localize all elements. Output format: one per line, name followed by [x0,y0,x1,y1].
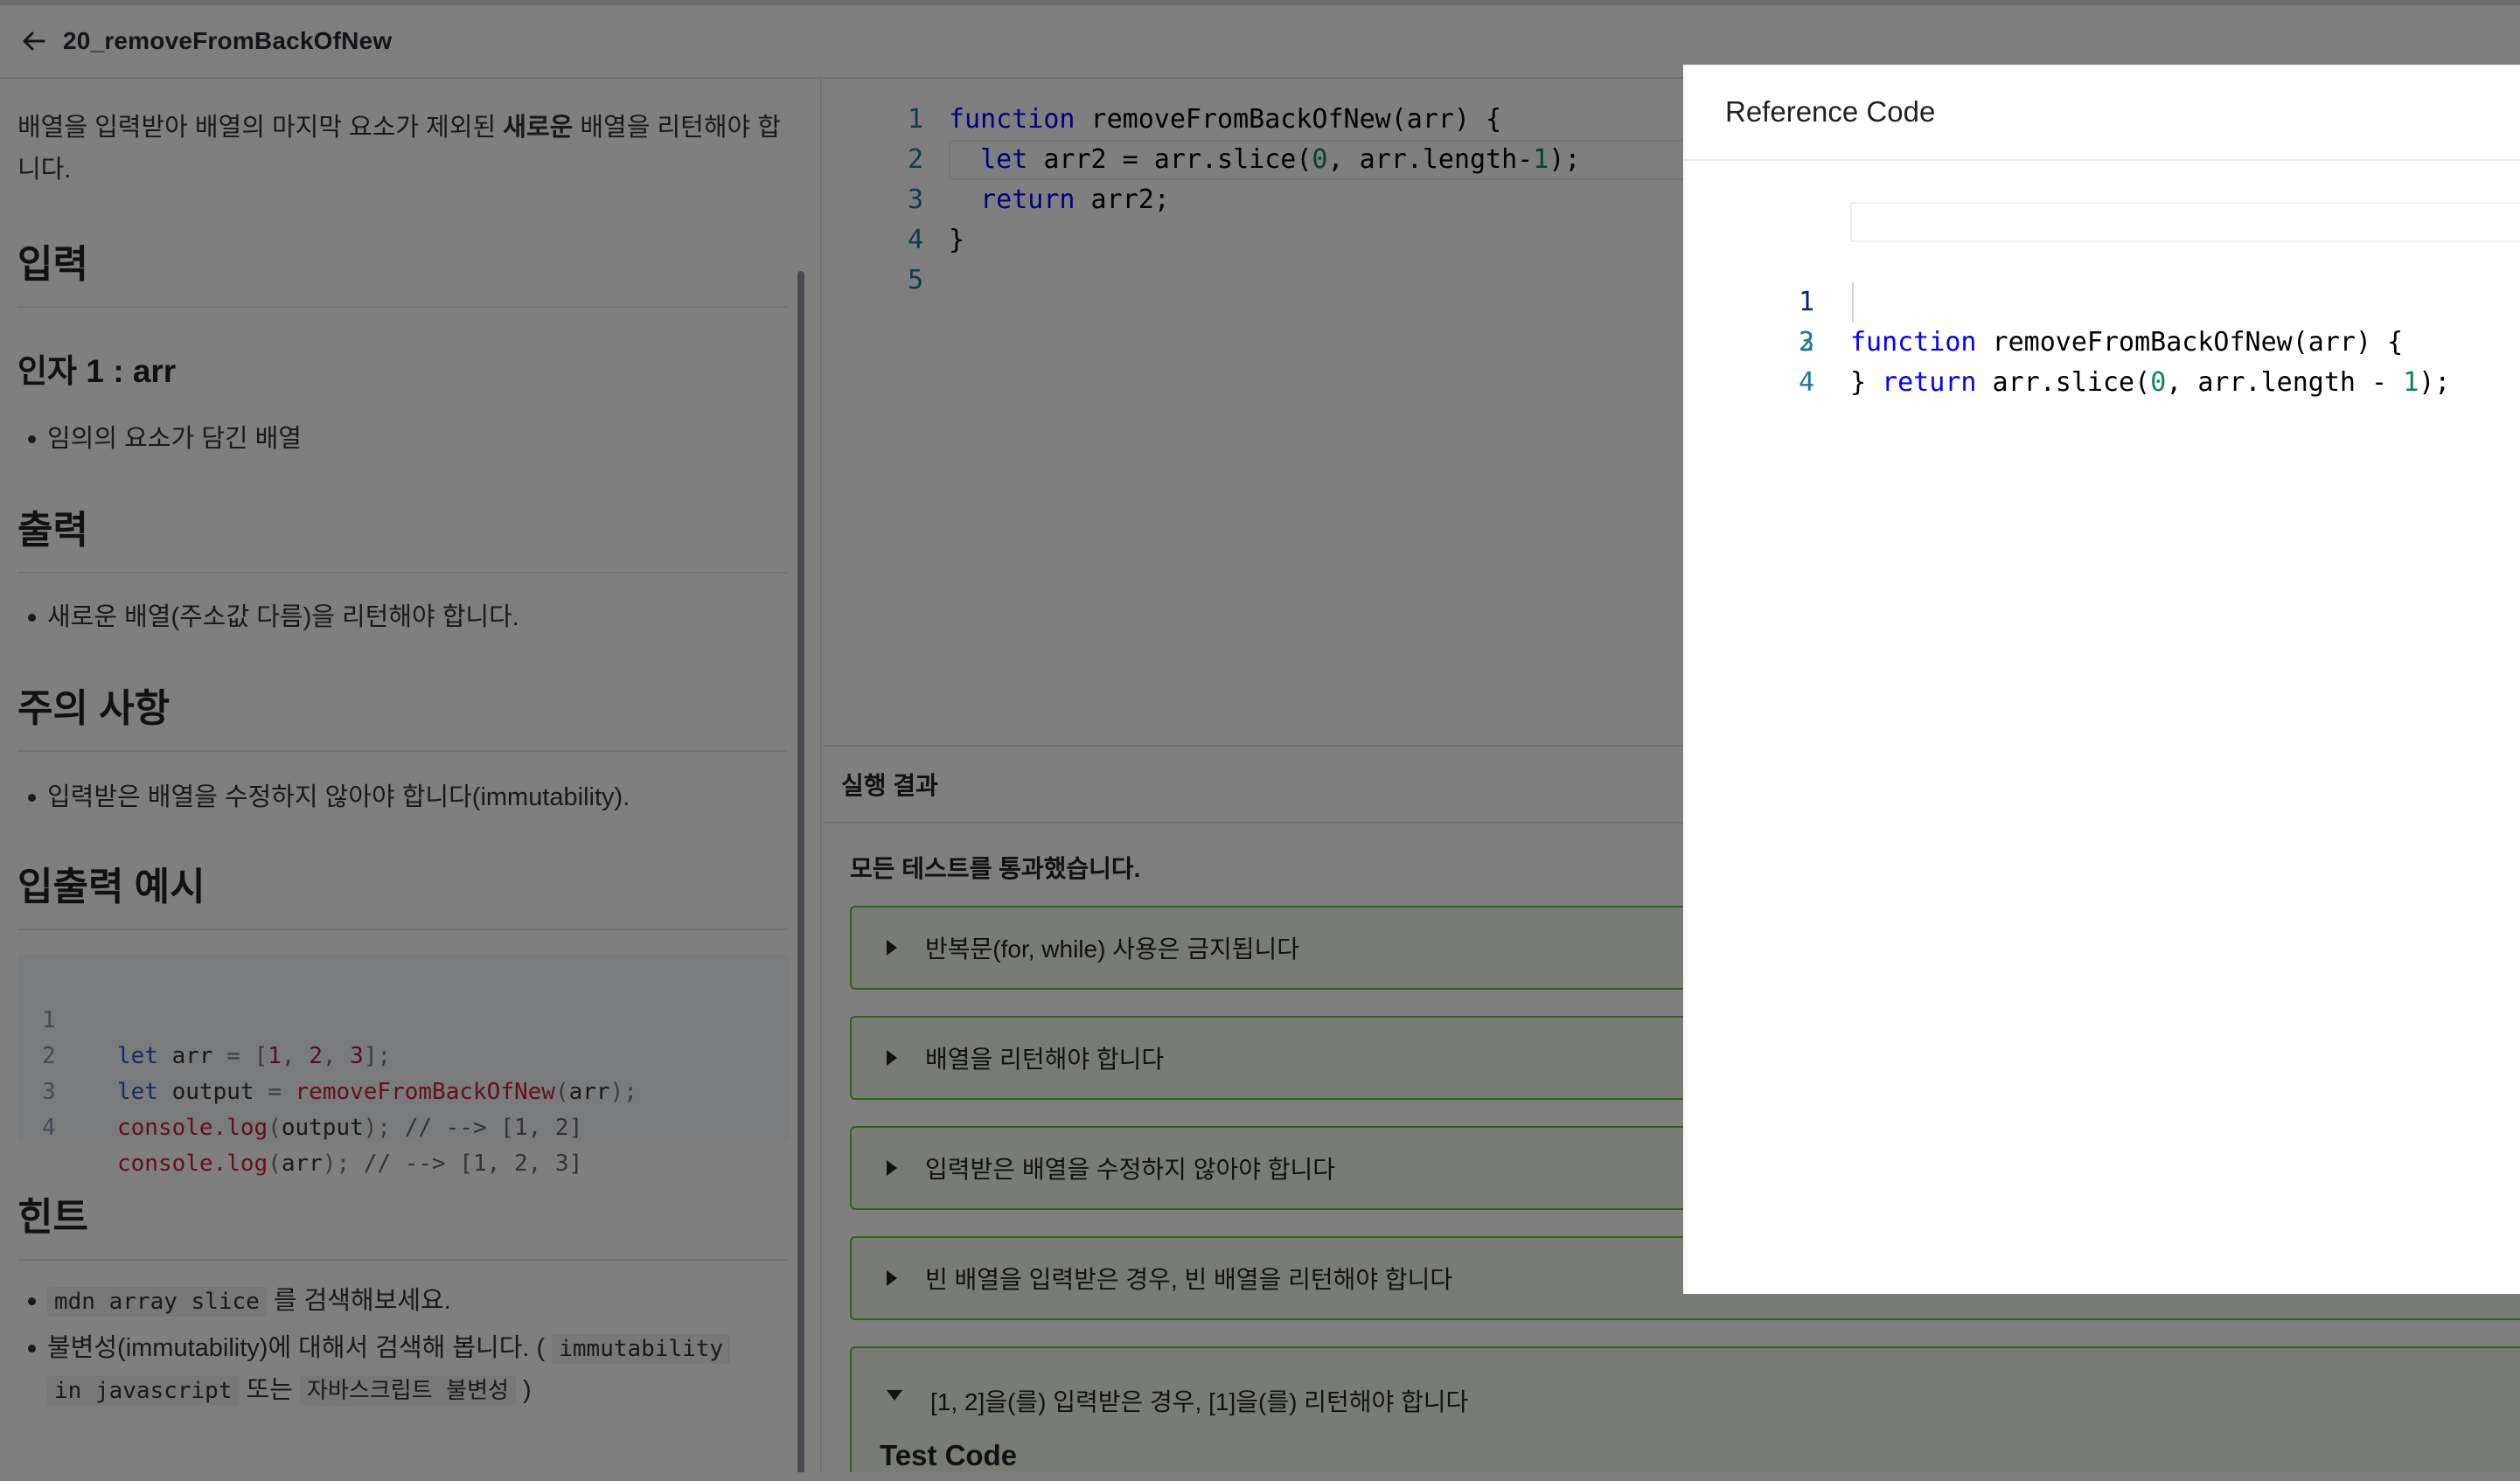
reference-line: 4 [1683,323,2520,398]
reference-line: 2 return arr.slice(0, arr.length - 1); [1683,242,2520,398]
code-text: } [1850,367,1867,398]
code-number: 1 [2403,367,2419,398]
code-text: , arr.length - [2166,367,2404,398]
code-text: removeFromBackOfNew(arr) { [1976,327,2404,358]
code-number: 0 [2150,367,2167,398]
reference-code-modal: Reference Code 1 function removeFromBack… [1683,65,2520,1294]
code-text: arr.slice( [1976,367,2151,398]
modal-title: Reference Code [1683,65,2520,161]
reference-line-number: 3 [1798,327,1814,358]
reference-line-number: 4 [1798,367,1814,398]
indent-guide [1852,282,1854,323]
reference-line-number: 2 [1798,327,1814,358]
reference-line-number: 1 [1798,287,1814,317]
code-keyword: return [1882,367,1977,398]
current-line-highlight [1850,202,2520,242]
code-text: ); [2419,367,2451,398]
reference-line: 1 function removeFromBackOfNew(arr) { [1683,202,2520,358]
code-keyword: function [1850,327,1977,358]
reference-line: 3 } [1683,282,2520,398]
